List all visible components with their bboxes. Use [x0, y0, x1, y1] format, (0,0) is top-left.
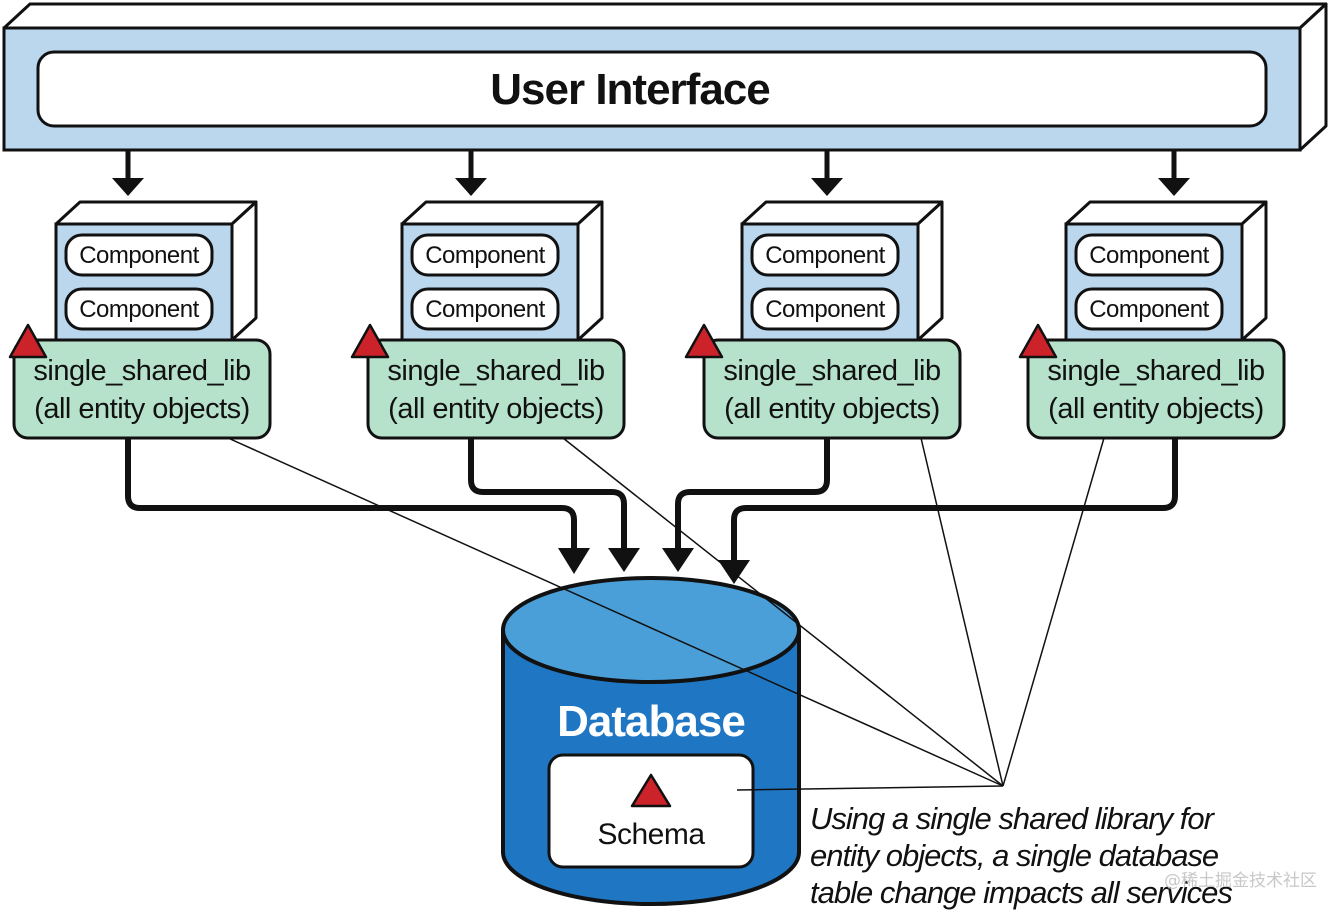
service-4-component-1: [1074, 233, 1224, 277]
callout-line-3: [920, 437, 1004, 787]
ui-arrowhead-4: [1158, 178, 1190, 196]
schema-box: [547, 753, 755, 869]
db-connector-2: [468, 438, 627, 552]
database-top: [501, 576, 801, 684]
impact-annotation: Using a single shared library for entity…: [810, 801, 1233, 910]
annotation-line-3: table change impacts all services: [810, 875, 1232, 910]
service-1-component-2-label: Component: [79, 296, 199, 323]
annotation-line-1: Using a single shared library for: [810, 801, 1216, 836]
service-1-change-marker-icon: [8, 323, 48, 359]
service-3-component-1: [750, 233, 900, 277]
service-2-change-marker-icon: [350, 323, 390, 359]
ui-arrowhead-3: [811, 178, 843, 196]
service-2: Component Component single_shared_lib (a…: [350, 200, 626, 440]
service-3-change-marker-icon: [684, 323, 724, 359]
service-4-component-2: [1074, 287, 1224, 331]
service-1: Component Component single_shared_lib (a…: [8, 200, 272, 440]
service-4-lib-name: single_shared_lib: [1047, 355, 1264, 387]
service-2-component-2-label: Component: [425, 296, 545, 323]
db-connector-1: [125, 438, 577, 552]
db-arrowhead-1: [558, 548, 590, 574]
service-2-lib-desc: (all entity objects): [388, 393, 604, 425]
user-interface-layer: User Interface: [2, 2, 1328, 152]
service-3: Component Component single_shared_lib (a…: [684, 200, 962, 440]
service-3-component-1-label: Component: [765, 242, 885, 269]
service-3-shared-lib: [702, 338, 962, 440]
watermark: @稀土掘金技术社区: [1164, 871, 1317, 891]
ui-arrowhead-2: [455, 178, 487, 196]
service-3-component-2: [750, 287, 900, 331]
impact-callout-lines: [227, 437, 1105, 791]
service-to-database-connectors: [125, 438, 1178, 564]
schema-change-marker-icon: [630, 773, 672, 808]
callout-line-schema: [736, 785, 1004, 791]
service-4-shared-lib: [1026, 338, 1286, 440]
database: Database Schema: [501, 576, 801, 906]
service-1-component-1: [64, 233, 214, 277]
db-arrowhead-3: [662, 548, 694, 572]
service-4: Component Component single_shared_lib (a…: [1018, 200, 1286, 440]
callout-line-1: [227, 437, 1004, 787]
service-4-lib-desc: (all entity objects): [1048, 393, 1264, 425]
db-arrowhead-2: [608, 548, 640, 572]
database-title: Database: [557, 697, 745, 746]
service-3-component-2-label: Component: [765, 296, 885, 323]
callout-line-4: [1002, 437, 1105, 787]
ui-title: User Interface: [490, 65, 769, 114]
ui-to-service-arrows: [112, 150, 1190, 196]
service-3-lib-desc: (all entity objects): [724, 393, 940, 425]
service-3-lib-name: single_shared_lib: [723, 355, 940, 387]
service-4-component-2-label: Component: [1089, 296, 1209, 323]
service-1-component-2: [64, 287, 214, 331]
ui-arrowhead-1: [112, 178, 144, 196]
service-2-component-1-label: Component: [425, 242, 545, 269]
annotation-line-2: entity objects, a single database: [810, 838, 1219, 873]
service-1-lib-name: single_shared_lib: [33, 355, 250, 387]
service-2-lib-name: single_shared_lib: [387, 355, 604, 387]
service-2-component-1: [410, 233, 560, 277]
db-connector-3: [675, 438, 830, 552]
ui-inner-box: [36, 50, 1268, 128]
service-1-component-1-label: Component: [79, 242, 199, 269]
db-connector-4: [731, 438, 1178, 564]
service-2-shared-lib: [366, 338, 626, 440]
service-4-component-1-label: Component: [1089, 242, 1209, 269]
service-1-lib-desc: (all entity objects): [34, 393, 250, 425]
callout-line-2: [562, 437, 1004, 787]
service-1-shared-lib: [12, 338, 272, 440]
service-4-change-marker-icon: [1018, 323, 1058, 359]
schema-label: Schema: [597, 818, 705, 851]
service-2-component-2: [410, 287, 560, 331]
